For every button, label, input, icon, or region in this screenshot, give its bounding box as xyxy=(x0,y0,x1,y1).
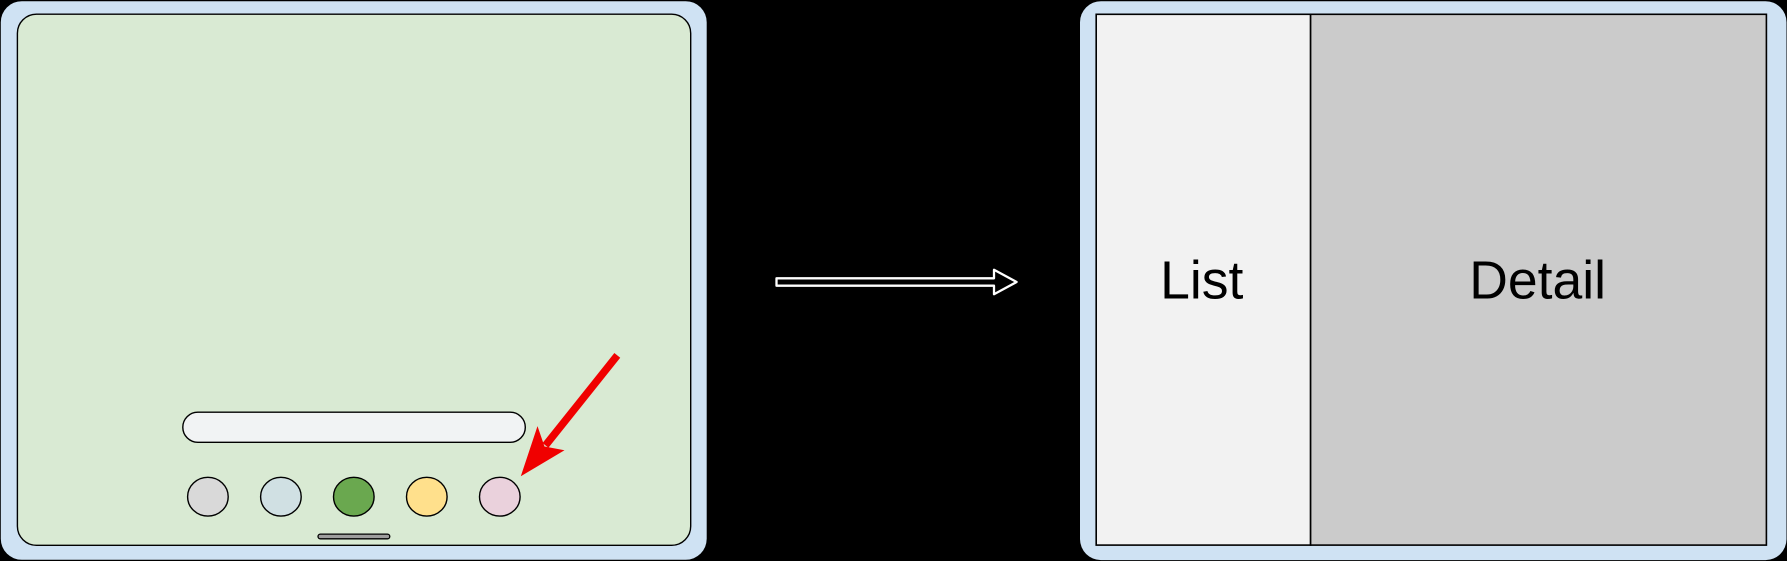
svg-text:List: List xyxy=(1160,252,1243,311)
svg-text:Detail: Detail xyxy=(1469,252,1606,311)
